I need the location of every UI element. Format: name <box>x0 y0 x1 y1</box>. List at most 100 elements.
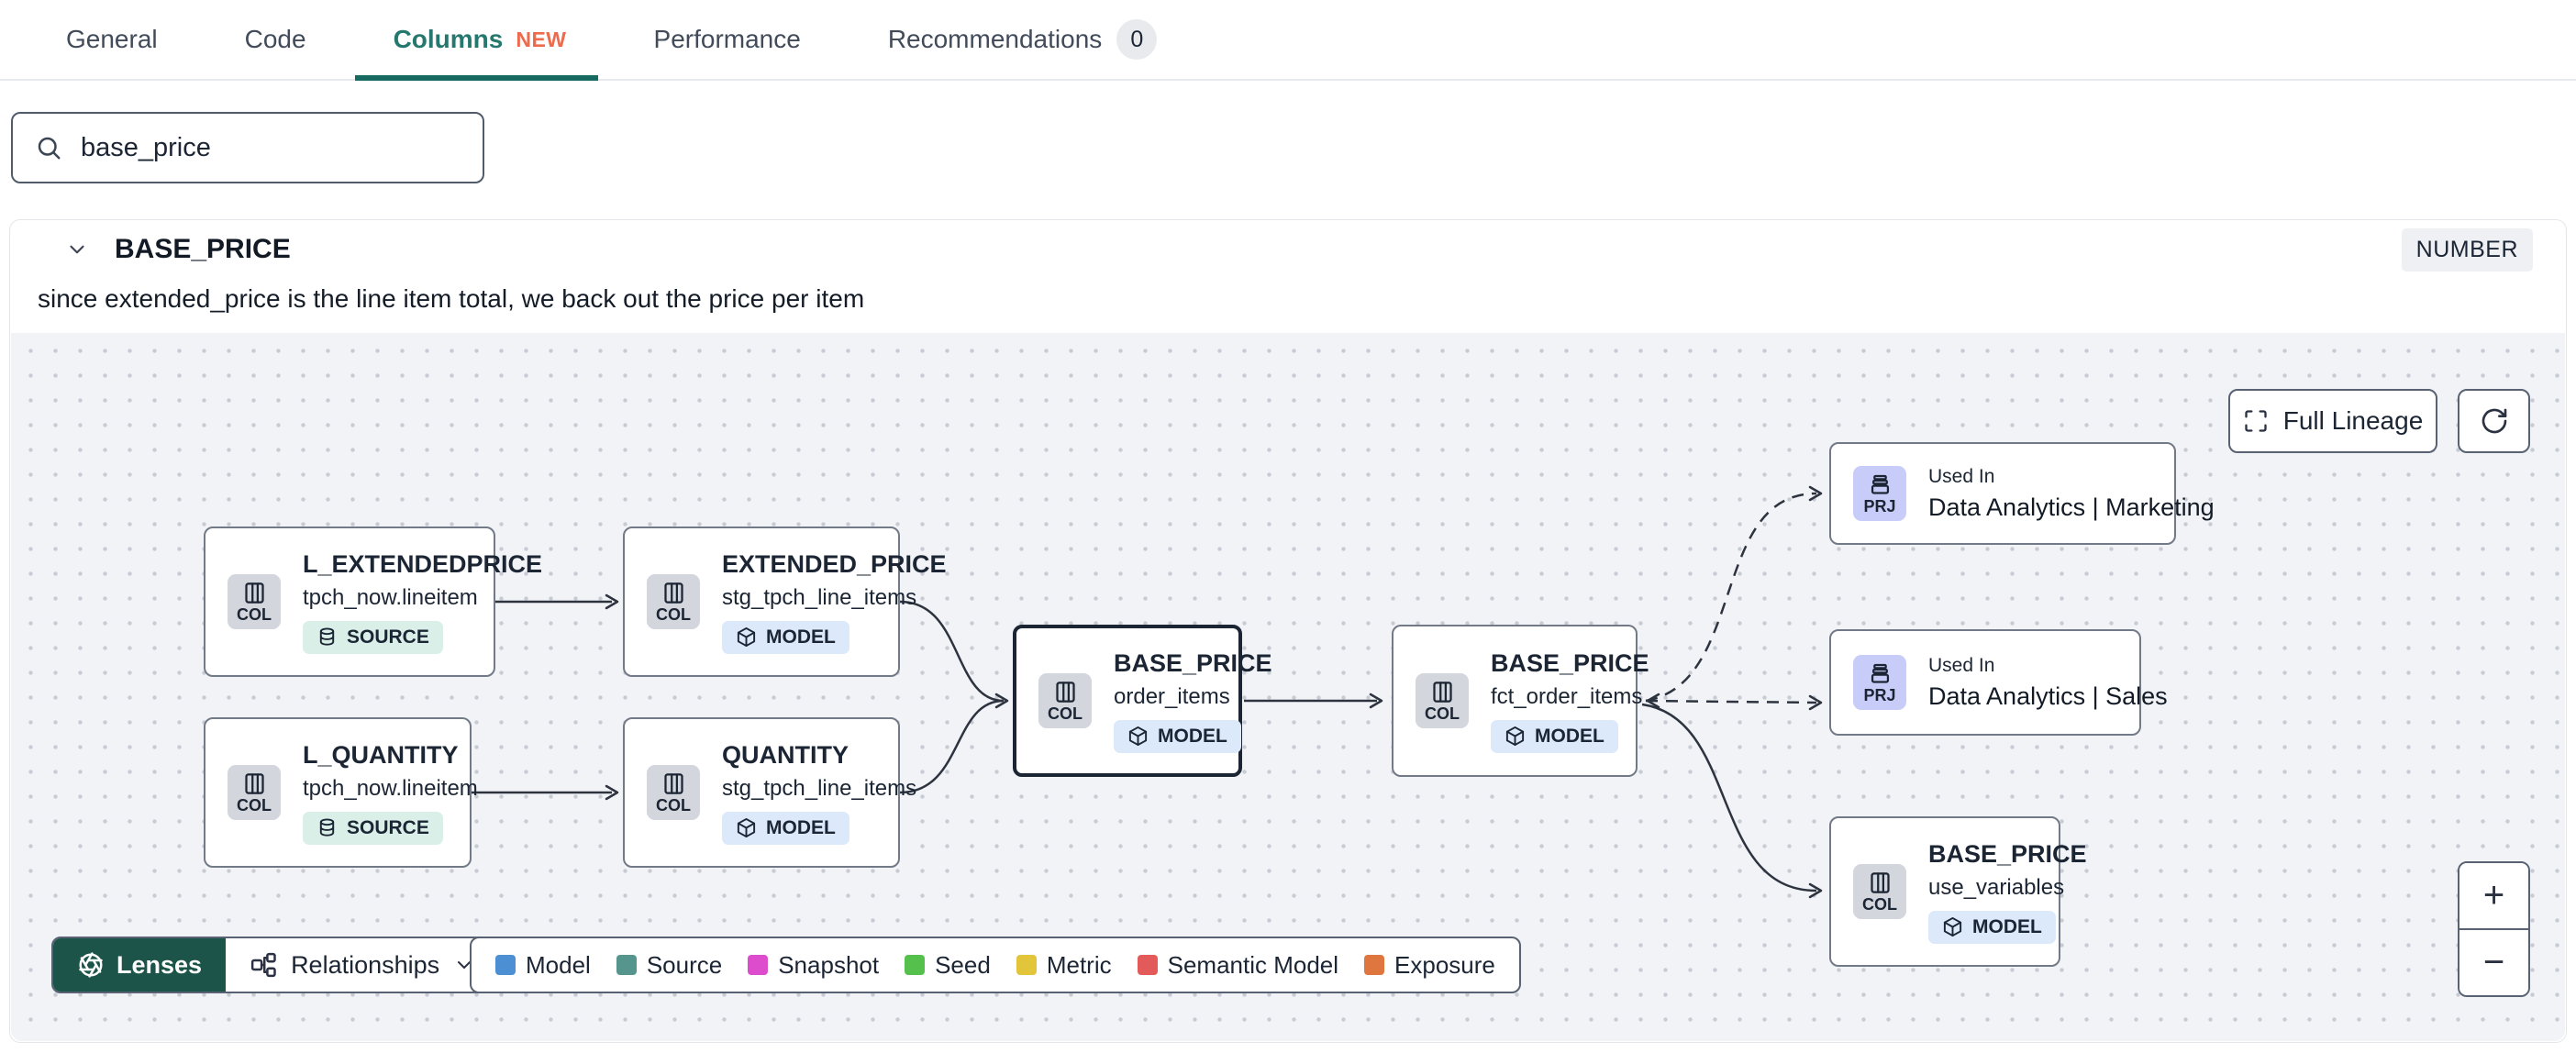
tab-recommendations[interactable]: Recommendations 0 <box>888 0 1158 79</box>
zoom-controls: + − <box>2458 861 2530 997</box>
legend-label: Snapshot <box>778 950 880 979</box>
column-chip: COL <box>647 765 700 820</box>
legend-item-snapshot: Snapshot <box>748 951 879 980</box>
node-subtitle: stg_tpch_line_items <box>722 775 917 801</box>
new-badge: NEW <box>516 27 567 51</box>
column-chip: COL <box>647 574 700 629</box>
badge-label: MODEL <box>1158 725 1227 747</box>
tab-code[interactable]: Code <box>245 0 306 79</box>
chevron-down-icon[interactable] <box>65 238 89 261</box>
node-subtitle: fct_order_items <box>1491 683 1643 709</box>
tab-columns-label: Columns <box>393 25 504 53</box>
model-badge: MODEL <box>1928 910 2056 944</box>
cube-icon <box>1128 726 1148 747</box>
chip-label: COL <box>1425 704 1460 723</box>
node-used-in-marketing[interactable]: PRJ Used In Data Analytics | Marketing <box>1829 442 2215 545</box>
cube-icon <box>737 626 756 648</box>
node-l-extendedprice[interactable]: COL L_EXTENDEDPRICE tpch_now.lineitem SO… <box>204 526 542 677</box>
node-title: QUANTITY <box>722 740 849 769</box>
column-chip: COL <box>228 765 281 820</box>
node-used-in-sales[interactable]: PRJ Used In Data Analytics | Sales <box>1829 629 2168 736</box>
chip-label: COL <box>237 795 272 815</box>
legend-swatch <box>495 955 516 975</box>
node-subtitle: use_variables <box>1928 874 2065 900</box>
node-l-quantity[interactable]: COL L_QUANTITY tpch_now.lineitem SOURCE <box>204 717 478 868</box>
source-badge: SOURCE <box>303 811 443 845</box>
relationships-dropdown[interactable]: Relationships <box>226 938 500 992</box>
legend-item-semantic-model: Semantic Model <box>1137 950 1339 980</box>
project-name: Data Analytics | Sales <box>1928 682 2168 710</box>
chevron-down-icon <box>458 961 472 969</box>
legend-item-metric: Metric <box>1016 951 1112 980</box>
columns-icon <box>244 772 264 794</box>
project-icon <box>1871 663 1889 683</box>
lineage-canvas[interactable]: COL L_EXTENDEDPRICE tpch_now.lineitem SO… <box>11 333 2565 1041</box>
project-icon <box>1871 474 1889 494</box>
legend-swatch <box>748 955 769 975</box>
node-base-price-order-items[interactable]: COL BASE_PRICE order_items MODEL <box>1013 625 1272 777</box>
badge-label: MODEL <box>1535 725 1604 747</box>
lenses-button[interactable]: Lenses <box>53 938 227 992</box>
tab-bar: General Code Columns NEW Performance Rec… <box>0 0 2576 81</box>
recommendations-count-badge: 0 <box>1116 19 1158 60</box>
column-search-box[interactable] <box>11 112 484 183</box>
chip-label: PRJ <box>1863 496 1896 515</box>
used-in-label: Used In <box>1928 654 1995 676</box>
badge-label: SOURCE <box>347 816 429 838</box>
model-badge: MODEL <box>722 620 849 654</box>
node-title: BASE_PRICE <box>1114 648 1272 677</box>
column-card-header: BASE_PRICE NUMBER <box>10 220 2566 279</box>
legend-swatch <box>1364 955 1385 975</box>
legend-label: Metric <box>1046 950 1112 979</box>
node-subtitle: tpch_now.lineitem <box>303 584 478 610</box>
relationships-label: Relationships <box>291 950 440 979</box>
minus-icon: − <box>2482 942 2505 982</box>
tab-general[interactable]: General <box>66 0 158 79</box>
tab-columns[interactable]: Columns NEW <box>354 0 598 81</box>
columns-icon <box>663 772 683 794</box>
columns-icon <box>244 582 264 604</box>
legend-item-source: Source <box>616 951 722 980</box>
legend-item-exposure: Exposure <box>1364 951 1495 980</box>
node-title: L_QUANTITY <box>303 740 459 769</box>
project-name: Data Analytics | Marketing <box>1928 493 2215 521</box>
search-input[interactable] <box>79 131 461 164</box>
node-quantity[interactable]: COL QUANTITY stg_tpch_line_items MODEL <box>623 717 916 868</box>
project-chip: PRJ <box>1853 655 1906 710</box>
cube-icon <box>737 817 756 838</box>
column-description: since extended_price is the line item to… <box>38 284 865 313</box>
project-chip: PRJ <box>1853 466 1906 521</box>
node-extended-price[interactable]: COL EXTENDED_PRICE stg_tpch_line_items M… <box>623 526 947 677</box>
column-chip: COL <box>228 574 281 629</box>
refresh-icon <box>2482 408 2506 434</box>
column-chip: COL <box>1038 673 1092 728</box>
legend-swatch <box>616 955 637 975</box>
column-card: BASE_PRICE NUMBER since extended_price i… <box>9 219 2567 1043</box>
column-type-badge: NUMBER <box>2401 227 2533 272</box>
legend-swatch <box>1016 955 1037 975</box>
node-base-price-fct-order-items[interactable]: COL BASE_PRICE fct_order_items MODEL <box>1392 625 1649 777</box>
legend-item-model: Model <box>495 951 591 980</box>
lenses-label: Lenses <box>117 950 203 979</box>
chip-label: PRJ <box>1863 685 1896 704</box>
used-in-label: Used In <box>1928 465 1995 487</box>
chip-label: COL <box>1048 704 1083 723</box>
cube-icon <box>1505 726 1525 747</box>
node-base-price-use-variables[interactable]: COL BASE_PRICE use_variables MODEL <box>1829 816 2087 967</box>
columns-icon <box>1055 681 1075 703</box>
database-icon <box>319 627 335 646</box>
columns-icon <box>1432 681 1452 703</box>
refresh-button[interactable] <box>2458 389 2530 453</box>
tab-performance[interactable]: Performance <box>654 0 801 79</box>
tab-general-label: General <box>66 25 158 53</box>
lineage-legend: Model Source Snapshot Seed Metric <box>470 937 1521 993</box>
badge-label: MODEL <box>1972 915 2042 937</box>
legend-label: Model <box>526 950 591 979</box>
node-title: EXTENDED_PRICE <box>722 549 947 578</box>
legend-label: Semantic Model <box>1167 950 1339 979</box>
zoom-in-button[interactable]: + <box>2459 863 2528 930</box>
legend-label: Source <box>646 950 723 979</box>
full-lineage-button[interactable]: Full Lineage <box>2228 389 2437 453</box>
source-badge: SOURCE <box>303 620 443 654</box>
zoom-out-button[interactable]: − <box>2459 930 2528 995</box>
